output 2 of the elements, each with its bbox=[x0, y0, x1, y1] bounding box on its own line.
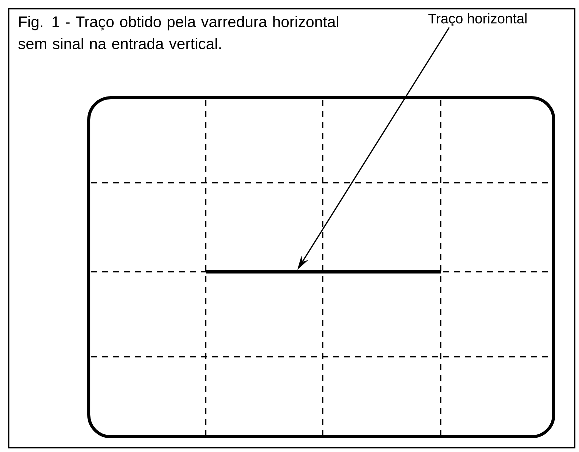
callout-label: Traço horizontal bbox=[428, 13, 527, 27]
figure-title: Fig. 1 - Traço obtido pela varredura horizontal sem sinal na entrada vertical. bbox=[18, 16, 338, 50]
